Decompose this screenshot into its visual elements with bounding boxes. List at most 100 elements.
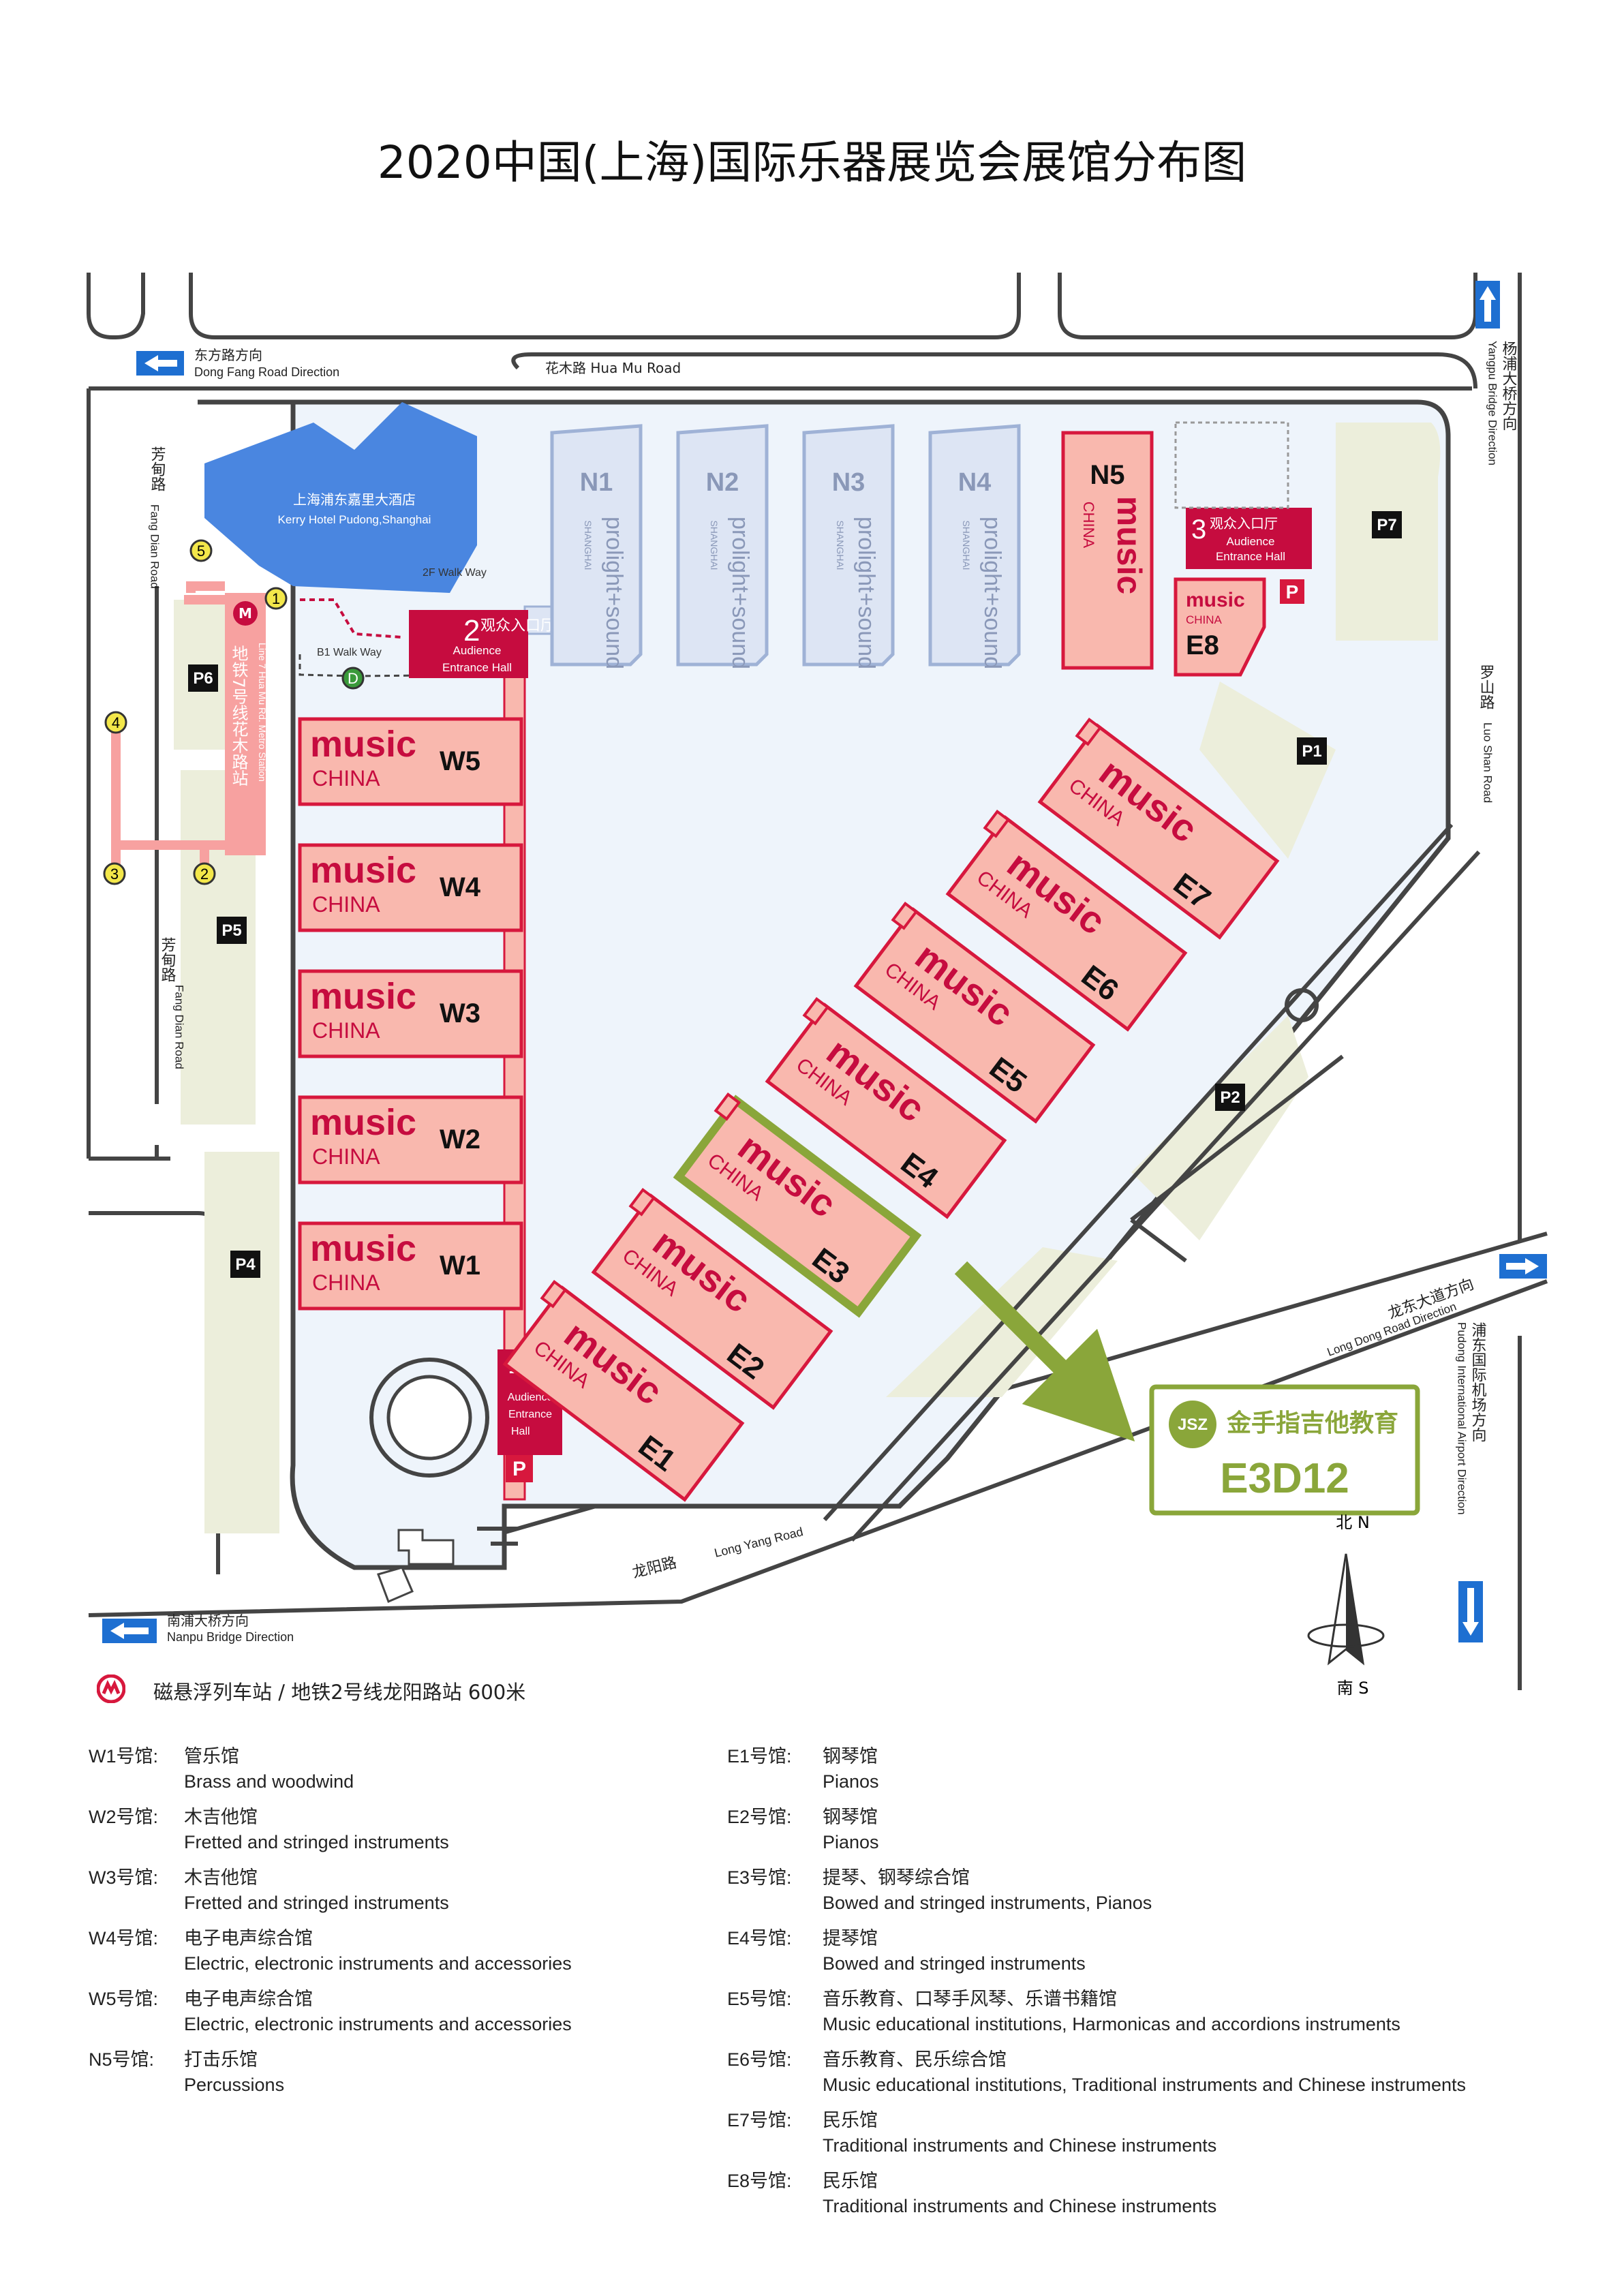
hall-label: N4 xyxy=(958,468,992,497)
legend-hall-label: E5号馆: xyxy=(727,1989,792,2009)
prolight-label: prolight+sound xyxy=(979,517,1005,669)
booth-name: 金手指吉他教育 xyxy=(1226,1409,1398,1437)
legend-hall-label: E8号馆: xyxy=(727,2171,792,2191)
exit-5: 5 xyxy=(197,542,205,560)
svg-text:Hall: Hall xyxy=(511,1426,530,1437)
svg-text:CHINA: CHINA xyxy=(1186,613,1223,626)
parking-p5: P5 xyxy=(217,917,247,944)
svg-text:CHINA: CHINA xyxy=(1080,502,1097,549)
parking-p7: P7 xyxy=(1372,511,1402,538)
brand-music: music xyxy=(310,1102,416,1143)
hall-label: N2 xyxy=(706,468,739,497)
legend-hall-en: Brass and woodwind xyxy=(184,1771,354,1792)
svg-text:Audience: Audience xyxy=(508,1392,553,1403)
parking-p6: P6 xyxy=(188,664,218,692)
road-luoshan-en: Luo Shan Road xyxy=(1482,722,1495,803)
exit-2: 2 xyxy=(200,866,209,883)
legend-hall-en: Traditional instruments and Chinese inst… xyxy=(823,2196,1217,2216)
hall-label: N1 xyxy=(580,468,613,497)
legend-hall-zh: 民乐馆 xyxy=(823,2171,878,2191)
brand-music: music xyxy=(310,976,416,1017)
legend-hall-en: Bowed and stringed instruments xyxy=(823,1953,1086,1974)
road-dongfang-en: Dong Fang Road Direction xyxy=(194,365,339,379)
exit-d: D xyxy=(348,670,358,687)
east-halls: musicCHINAE7musicCHINAE6musicCHINAE5musi… xyxy=(502,717,1280,1502)
legend-hall-en: Fretted and stringed instruments xyxy=(184,1893,449,1913)
road-longyang-en: Long Yang Road xyxy=(713,1525,804,1560)
hall-n5[interactable]: N5 music CHINA xyxy=(1061,431,1154,670)
svg-text:Audience: Audience xyxy=(1227,535,1275,548)
brand-china: CHINA xyxy=(312,766,380,791)
brand-china: CHINA xyxy=(312,1018,380,1043)
metro-icon xyxy=(233,601,258,626)
road-nanpu-en: Nanpu Bridge Direction xyxy=(167,1630,294,1644)
road-pudong-zh: 浦东国际机场方向 xyxy=(1469,1322,1487,1442)
booth-card[interactable]: JSZ 金手指吉他教育 E3D12 xyxy=(1149,1384,1420,1516)
legend-hall-label: W5号馆: xyxy=(89,1989,159,2009)
hall-label: W3 xyxy=(440,998,480,1028)
legend-hall-en: Fretted and stringed instruments xyxy=(184,1832,449,1852)
svg-text:M: M xyxy=(239,605,252,622)
road-yangpu-en: Yangpu Bridge Direction xyxy=(1486,341,1499,465)
hall-label: W5 xyxy=(440,746,480,776)
brand-music: music xyxy=(310,724,416,765)
shanghai-label: SHANGHAI xyxy=(583,520,594,570)
parking-p1: P1 xyxy=(1297,737,1327,765)
svg-text:P2: P2 xyxy=(1220,1088,1240,1107)
parking-p-markers: P P xyxy=(506,579,1304,1482)
svg-text:观众入口厅: 观众入口厅 xyxy=(480,617,555,634)
page-title: 2020中国(上海)国际乐器展览会展馆分布图 xyxy=(377,136,1247,189)
legend-hall-zh: 打击乐馆 xyxy=(184,2049,258,2070)
brand-music: music xyxy=(310,1228,416,1269)
road-dongfang-zh: 东方路方向 xyxy=(194,347,262,363)
svg-text:P5: P5 xyxy=(221,921,241,940)
svg-text:观众入口厅: 观众入口厅 xyxy=(1210,515,1278,532)
legend-hall-label: E2号馆: xyxy=(727,1807,792,1827)
legend-hall-zh: 钢琴馆 xyxy=(823,1807,878,1827)
svg-text:N5: N5 xyxy=(1090,460,1124,490)
svg-text:2: 2 xyxy=(463,614,480,647)
brand-china: CHINA xyxy=(312,1144,380,1169)
legend-hall-zh: 提琴馆 xyxy=(823,1928,878,1948)
hall-e8[interactable]: music CHINA E8 xyxy=(1174,577,1266,677)
brand-music: music xyxy=(310,850,416,891)
booth-logo: JSZ xyxy=(1178,1416,1208,1434)
svg-text:music: music xyxy=(1186,589,1245,611)
legend-hall-zh: 木吉他馆 xyxy=(184,1867,258,1888)
hotel-building xyxy=(204,402,477,593)
exit-1: 1 xyxy=(272,590,280,607)
legend-hall-zh: 钢琴馆 xyxy=(823,1746,878,1767)
road-luoshan-zh: 罗山路 xyxy=(1477,664,1495,709)
exit-4: 4 xyxy=(112,714,120,731)
legend-hall-zh: 音乐教育、民乐综合馆 xyxy=(823,2049,1007,2070)
legend-hall-label: W3号馆: xyxy=(89,1867,159,1888)
legend-hall-zh: 管乐馆 xyxy=(184,1746,239,1767)
svg-text:E8: E8 xyxy=(1186,630,1219,660)
legend-hall-zh: 提琴、钢琴综合馆 xyxy=(823,1867,970,1888)
metro-logo-icon xyxy=(97,1674,125,1703)
legend-hall-label: E7号馆: xyxy=(727,2110,792,2130)
svg-text:P: P xyxy=(1286,581,1299,602)
prolight-label: prolight+sound xyxy=(853,517,879,669)
legend-hall-label: E6号馆: xyxy=(727,2049,792,2070)
road-fangdian-en-bottom: Fang Dian Road xyxy=(173,985,186,1069)
walkway-2f-label: 2F Walk Way xyxy=(423,567,487,579)
hotel-label-en: Kerry Hotel Pudong,Shanghai xyxy=(278,513,431,526)
svg-text:P7: P7 xyxy=(1377,516,1396,534)
